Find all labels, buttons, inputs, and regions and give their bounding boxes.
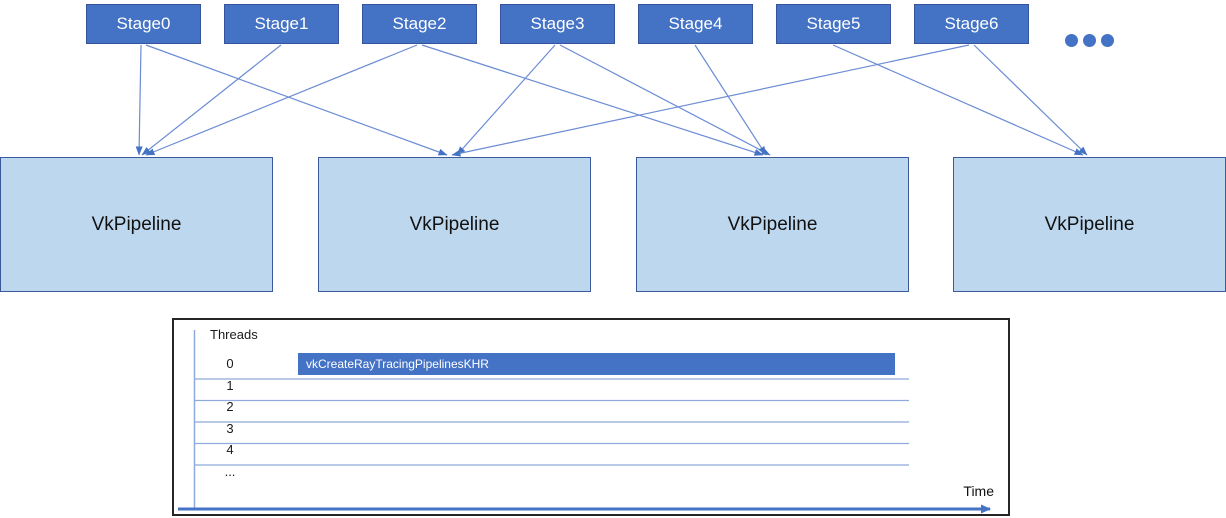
stage-box-stage2: Stage2 bbox=[362, 4, 477, 44]
ellipsis-dot-icon bbox=[1065, 33, 1078, 47]
stage-box-stage0: Stage0 bbox=[86, 4, 201, 44]
arrow-stage0-to-pipeline-0 bbox=[135, 44, 143, 156]
arrow-stage6-to-pipeline-3 bbox=[973, 44, 1088, 156]
arrow-stage0-to-pipeline-1 bbox=[145, 44, 448, 156]
pipeline-box-0: VkPipeline bbox=[0, 157, 273, 292]
pipeline-box-1: VkPipeline bbox=[318, 157, 591, 292]
timeline-grid bbox=[178, 330, 991, 514]
arrow-stage2-to-pipeline-2 bbox=[421, 44, 764, 156]
thread-row-label-4: 4 bbox=[226, 442, 234, 457]
thread-row-label-3: 3 bbox=[226, 420, 234, 436]
stage-box-stage5: Stage5 bbox=[776, 4, 891, 44]
threads-title: Threads bbox=[210, 327, 258, 342]
timeline-bar: vkCreateRayTracingPipelinesKHR bbox=[298, 353, 895, 375]
thread-row-label-...: ... bbox=[224, 463, 236, 479]
stage-box-stage3: Stage3 bbox=[500, 4, 615, 44]
arrow-stage3-to-pipeline-2 bbox=[559, 44, 771, 156]
timeline-bar-label: vkCreateRayTracingPipelinesKHR bbox=[306, 357, 489, 371]
ellipsis-dot-icon bbox=[1083, 33, 1096, 47]
arrow-stage6-to-pipeline-1 bbox=[451, 44, 970, 157]
arrow-stage5-to-pipeline-3 bbox=[832, 44, 1084, 156]
ellipsis-dot-icon bbox=[1101, 33, 1114, 47]
stage-box-stage1: Stage1 bbox=[224, 4, 339, 44]
time-axis-label: Time bbox=[963, 483, 994, 499]
arrow-stage2-to-pipeline-0 bbox=[145, 44, 418, 156]
arrow-stage1-to-pipeline-0 bbox=[141, 44, 282, 156]
thread-row-label-1: 1 bbox=[226, 377, 234, 393]
stage-box-stage4: Stage4 bbox=[638, 4, 753, 44]
pipeline-box-3: VkPipeline bbox=[953, 157, 1226, 292]
more-stages-ellipsis-icon bbox=[1065, 33, 1114, 47]
pipeline-box-2: VkPipeline bbox=[636, 157, 909, 292]
thread-timeline-chart: Threads 0 1 2 3 4... vkCreateRayTracingPipel… bbox=[172, 318, 1010, 516]
thread-row-label-0: 0 bbox=[226, 355, 234, 371]
stage-box-stage6: Stage6 bbox=[914, 4, 1029, 44]
arrow-stage3-to-pipeline-1 bbox=[456, 44, 556, 156]
thread-row-label-2: 2 bbox=[226, 399, 234, 414]
arrow-stage4-to-pipeline-2 bbox=[694, 44, 767, 156]
